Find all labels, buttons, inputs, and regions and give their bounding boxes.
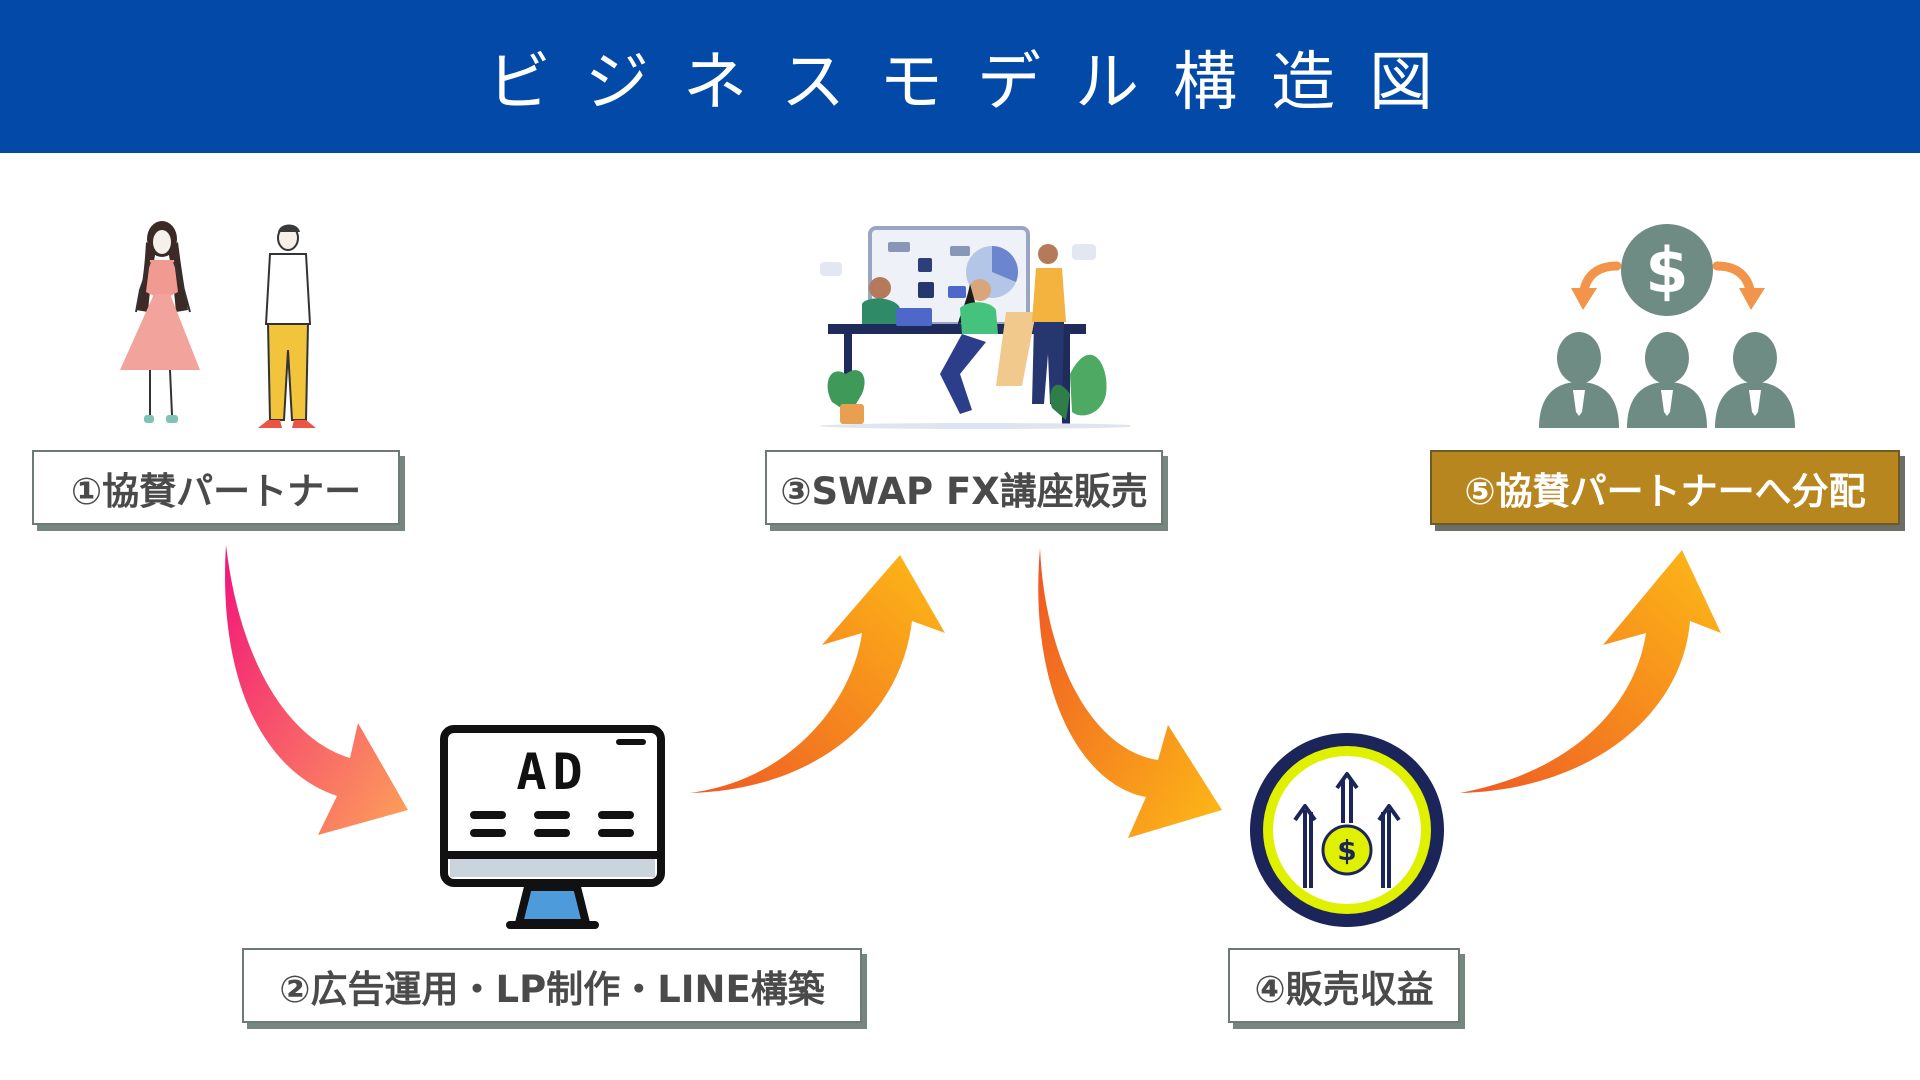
- arrow-ads-to-course: [690, 555, 945, 793]
- arrow-course-to-revenue: [1038, 548, 1222, 838]
- page-title: ビジネスモデル構造図: [487, 45, 1467, 120]
- dollar-growth-icon: $: [1250, 733, 1444, 927]
- svg-text:$: $: [1645, 234, 1688, 307]
- team-meeting-illustration-icon: [820, 226, 1130, 429]
- step-1-partner-label: ①協賛パートナー: [32, 450, 400, 525]
- step-4-revenue-label: ④販売収益: [1228, 948, 1460, 1023]
- step-3-course-label: ③SWAP FX講座販売: [765, 450, 1163, 525]
- step-2-ads-label: ②広告運用・LP制作・LINE構築: [242, 948, 862, 1023]
- svg-text:$: $: [1337, 834, 1356, 867]
- ad-monitor-icon: AD: [440, 725, 665, 931]
- header-bar: ビジネスモデル構造図: [0, 0, 1920, 153]
- money-distribution-icon: $: [1539, 224, 1795, 428]
- arrow-revenue-to-distribution: [1460, 550, 1721, 793]
- step-5-distribution-label: ⑤協賛パートナーへ分配: [1430, 450, 1900, 525]
- ad-text: AD: [516, 743, 589, 801]
- arrow-partner-to-ads: [225, 545, 408, 835]
- couple-illustration-icon: [120, 221, 316, 428]
